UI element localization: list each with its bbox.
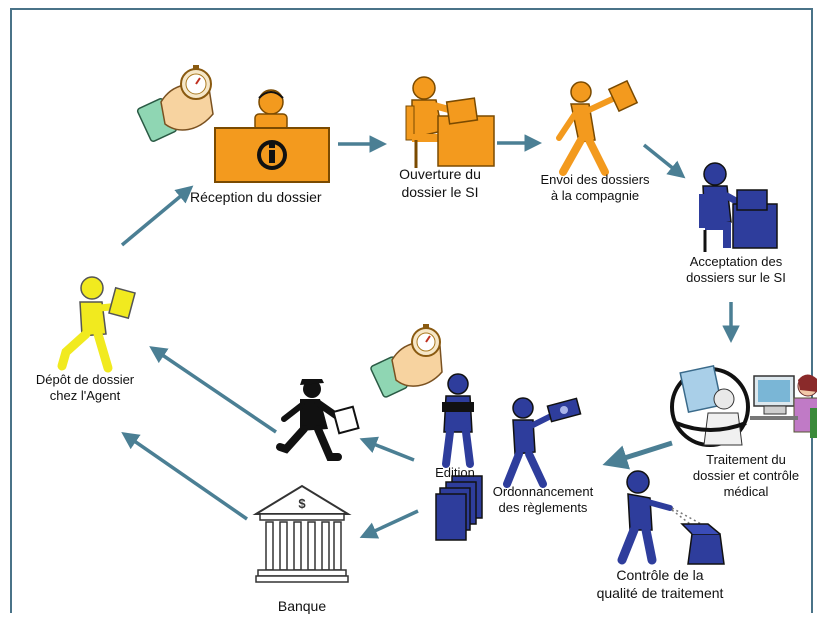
arrow-traitement-ordonnancement xyxy=(602,440,673,470)
label-ouverture-line2: dossier le SI xyxy=(401,184,479,200)
editor-person-icon xyxy=(442,373,474,468)
quality-inspector-icon xyxy=(617,470,725,565)
documents-stack-icon xyxy=(435,475,483,541)
label-acceptation-line1: Acceptation des xyxy=(689,254,783,269)
label-traitement: Traitement du dossier et contrôle médica… xyxy=(676,452,816,500)
label-ordonnancement-line1: Ordonnancement xyxy=(492,484,594,499)
flow-arrows xyxy=(120,134,740,539)
label-depot: Dépôt de dossier chez l'Agent xyxy=(20,372,150,404)
label-envoi-line1: Envoi des dossiers xyxy=(540,172,650,187)
arrow-edition-postman xyxy=(359,436,415,462)
label-depot-line1: Dépôt de dossier xyxy=(35,372,135,387)
label-reception: Réception du dossier xyxy=(190,189,322,205)
info-desk-icon xyxy=(214,89,330,183)
arrow-ordonnancement-banque xyxy=(359,509,419,539)
label-edition: Edition xyxy=(435,465,475,480)
label-depot-line2: chez l'Agent xyxy=(49,388,121,403)
computer-worker-icon xyxy=(699,162,778,252)
label-ordonnancement: Ordonnancement des règlements xyxy=(478,484,608,516)
label-traitement-line2: dossier et contrôle xyxy=(692,468,800,483)
nurse-computer-icon xyxy=(750,374,817,438)
label-banque: Banque xyxy=(277,598,327,614)
label-acceptation-line2: dossiers sur le SI xyxy=(686,270,786,285)
stopwatch-hand-icon xyxy=(370,324,443,398)
money-carrier-icon xyxy=(503,397,582,488)
label-controle-line1: Contrôle de la xyxy=(616,567,704,583)
label-ouverture: Ouverture du dossier le SI xyxy=(390,165,490,201)
postman-icon xyxy=(276,379,360,461)
doctor-xray-icon xyxy=(670,365,750,447)
arrow-depot-reception xyxy=(120,185,194,247)
arrow-postman-depot xyxy=(149,346,277,434)
label-traitement-line1: Traitement du xyxy=(706,452,786,467)
arrow-envoi-acceptation xyxy=(642,143,686,179)
courier-icon xyxy=(556,79,639,176)
office-worker-icon xyxy=(405,76,495,168)
label-ordonnancement-line2: des règlements xyxy=(498,500,588,515)
arrow-banque-depot xyxy=(121,432,248,521)
bank-icon: $ xyxy=(252,484,352,583)
label-ouverture-line1: Ouverture du xyxy=(399,166,481,182)
label-acceptation: Acceptation des dossiers sur le SI xyxy=(666,254,806,286)
label-controle: Contrôle de la qualité de traitement xyxy=(580,566,740,602)
label-controle-line2: qualité de traitement xyxy=(596,585,724,601)
label-traitement-line3: médical xyxy=(723,484,769,499)
agent-carrying-icon xyxy=(57,276,136,373)
stopwatch-hand-icon xyxy=(136,65,214,142)
label-envoi-line2: à la compagnie xyxy=(550,188,640,203)
label-envoi: Envoi des dossiers à la compagnie xyxy=(530,172,660,204)
diagram-frame xyxy=(10,8,813,613)
svg-text:$: $ xyxy=(298,496,306,511)
